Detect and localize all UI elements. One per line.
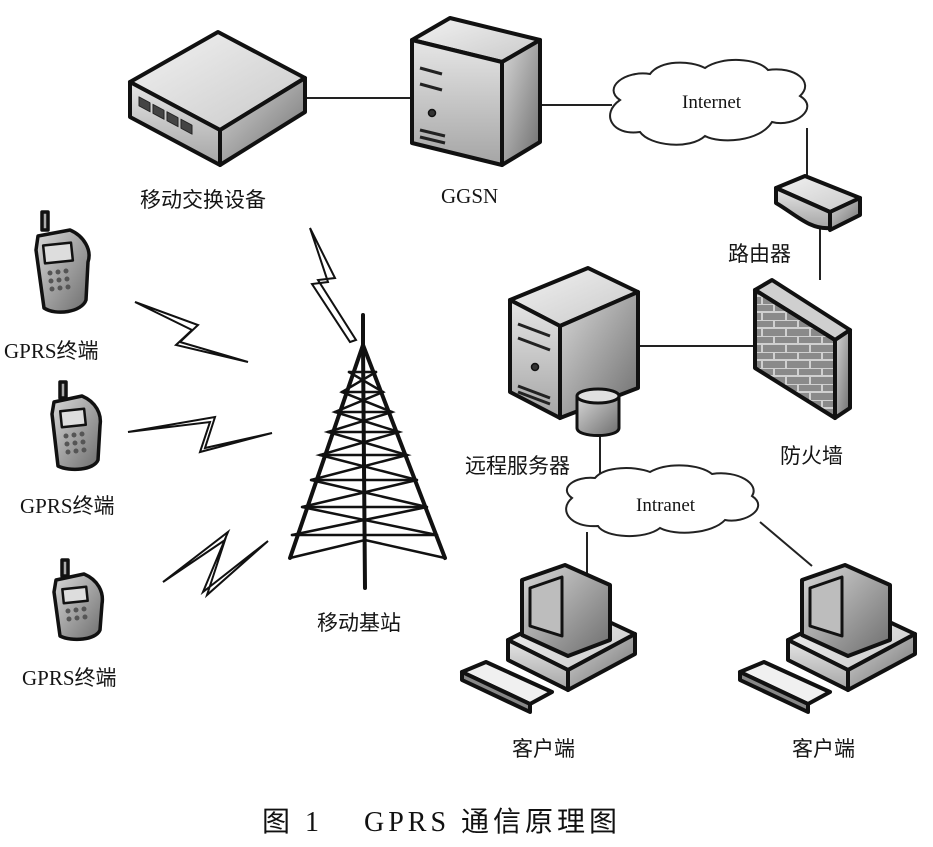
client-label-1: 客户端 [512,737,575,761]
internet-label: Internet [682,92,742,113]
internet-cloud-icon [609,58,809,146]
mobile-phone-icon-3 [52,558,105,642]
firewall-label: 防火墙 [780,444,843,468]
wireless-link-terminal3 [162,528,269,599]
switch-equipment-icon [128,30,307,167]
figure-caption: 图 1 GPRS 通信原理图 [262,800,621,840]
cell-tower-icon [288,313,447,590]
gprs-terminal-label-3: GPRS终端 [22,666,117,690]
intranet-label: Intranet [636,495,696,516]
remote-server-label: 远程服务器 [465,454,570,478]
client-computer-icon-2 [738,563,917,714]
link-intranet-client2 [759,521,813,567]
client-computer-icon-1 [460,563,637,714]
firewall-icon [753,278,852,420]
intranet-cloud-icon [565,464,760,538]
wireless-link-terminal2 [127,415,273,454]
router-icon [774,174,862,232]
figure-number: 图 1 [262,807,324,838]
database-icon [575,387,621,437]
client-label-2: 客户端 [792,737,855,761]
ggsn-server-icon [410,16,542,167]
gprs-terminal-label-1: GPRS终端 [4,339,99,363]
wired-links [305,97,821,582]
router-label: 路由器 [728,242,791,266]
ggsn-label: GGSN [441,184,499,208]
remote-server-icon [508,266,640,420]
wireless-link-terminal1 [134,301,249,363]
wireless-link-tower-switch [309,227,358,344]
gprs-terminal-label-2: GPRS终端 [20,494,115,518]
switch-equipment-label: 移动交换设备 [140,188,266,212]
wireless-links [127,227,358,599]
figure-title: GPRS 通信原理图 [364,807,622,838]
mobile-phone-icon-1 [34,210,91,314]
mobile-phone-icon-2 [50,380,103,472]
base-station-label: 移动基站 [317,611,401,635]
